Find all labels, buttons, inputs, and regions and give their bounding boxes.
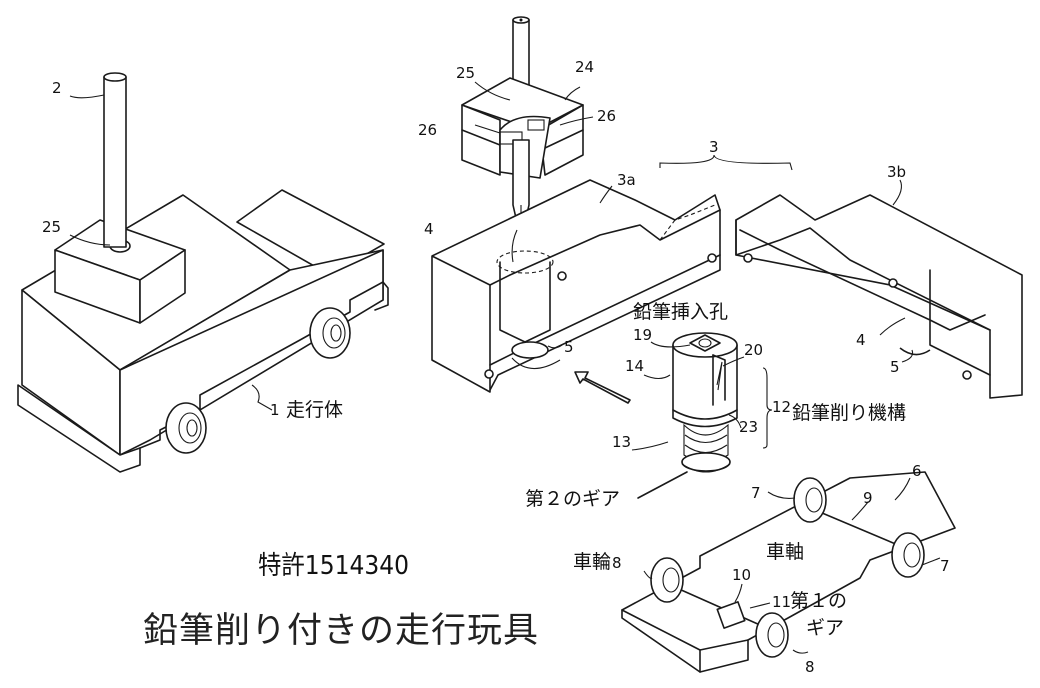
wheel-8-bottom — [755, 612, 789, 658]
label-4-a: 4 — [424, 220, 434, 238]
leader-second-gear — [637, 471, 688, 499]
gear-seat — [511, 341, 549, 359]
brace-3 — [659, 154, 793, 171]
leader-19 — [650, 341, 691, 348]
housing-3b — [735, 179, 1023, 399]
chassis — [621, 471, 956, 673]
cavity-rim — [496, 250, 554, 274]
housing-3a-end — [431, 255, 491, 393]
leader-26-left — [474, 124, 501, 134]
vehicle-rear-deck — [236, 189, 385, 276]
leader-26-right — [559, 116, 594, 126]
label-axle-jp: 車軸 — [766, 541, 804, 563]
pencil-end — [103, 72, 127, 82]
label-insert-hole: 鉛筆挿入孔 — [633, 301, 728, 323]
wheel-8-left — [650, 557, 684, 603]
label-second-gear-jp: 第２のギア — [525, 488, 620, 510]
leader-20 — [722, 356, 745, 367]
assembled-vehicle — [17, 72, 389, 473]
leader-4-a — [511, 229, 518, 263]
leader-3a — [599, 185, 613, 204]
leader-1 — [251, 384, 273, 411]
first-gear — [716, 601, 746, 629]
leader-24 — [564, 86, 581, 101]
label-4-b: 4 — [856, 331, 866, 349]
assembly-arrow — [574, 371, 631, 404]
invention-title: 鉛筆削り付きの走行玩具 — [143, 611, 540, 651]
label-8-left: 8 — [612, 554, 622, 572]
label-25-left: 25 — [42, 218, 61, 236]
label-body-jp: 走行体 — [286, 399, 343, 421]
leader-8-left — [643, 570, 653, 579]
label-5-a: 5 — [564, 338, 574, 356]
pencil-shaft — [103, 76, 127, 248]
label-7-top: 7 — [751, 484, 761, 502]
axle-10 — [669, 584, 761, 626]
label-3a: 3a — [617, 171, 636, 189]
leader-7-top — [767, 491, 796, 499]
leader-25 — [69, 234, 111, 246]
label-3b: 3b — [887, 163, 906, 181]
wheel-7-top — [793, 477, 827, 523]
label-14: 14 — [625, 357, 644, 375]
holder-side — [139, 249, 186, 324]
label-20: 20 — [744, 341, 763, 359]
gear-teeth-a — [511, 357, 561, 370]
leader-5-a — [547, 344, 563, 349]
label-5-b: 5 — [890, 358, 900, 376]
label-first-gear-jp-2: ギア — [806, 617, 844, 639]
label-3: 3 — [709, 138, 719, 156]
label-26-left: 26 — [418, 121, 437, 139]
second-gear — [681, 452, 731, 472]
label-10: 10 — [732, 566, 751, 584]
label-wheel-jp: 車輪 — [573, 551, 611, 573]
housing-3a — [431, 179, 721, 393]
leader-11 — [749, 602, 771, 609]
label-2: 2 — [52, 79, 62, 97]
label-19: 19 — [633, 326, 652, 344]
label-first-gear-jp-1: 第１の — [790, 590, 847, 612]
leader-7-right — [921, 557, 941, 566]
vehicle-front-skirt — [17, 384, 141, 473]
leader-10 — [734, 583, 743, 603]
label-23: 23 — [739, 418, 758, 436]
leader-9 — [851, 501, 869, 521]
label-24: 24 — [575, 58, 594, 76]
label-7-right: 7 — [940, 557, 950, 575]
leader-25-top — [474, 81, 511, 101]
leader-14 — [643, 374, 671, 380]
brace-12 — [762, 367, 773, 449]
patent-number: 特許1514340 — [258, 551, 410, 581]
label-6: 6 — [912, 462, 922, 480]
leader-13 — [631, 441, 669, 451]
cap-front-left — [461, 104, 501, 176]
leader-5-b — [901, 349, 914, 363]
leader-3b — [892, 179, 902, 206]
leader-4-b — [879, 317, 906, 336]
label-1: 1 — [270, 401, 280, 419]
second-gear-teeth — [681, 463, 731, 473]
cap-assembly — [461, 16, 594, 241]
label-13: 13 — [612, 433, 631, 451]
axle-9 — [814, 509, 899, 546]
vehicle-rear-wheel — [309, 307, 351, 359]
label-9: 9 — [863, 489, 873, 507]
leader-6 — [894, 477, 911, 501]
leader-23 — [728, 414, 742, 429]
label-11: 11 — [772, 593, 791, 611]
label-26-right: 26 — [597, 107, 616, 125]
label-sharpener-jp: 鉛筆削り機構 — [792, 402, 906, 424]
label-12: 12 — [772, 398, 791, 416]
label-8-bottom: 8 — [805, 658, 815, 676]
label-25-top: 25 — [456, 64, 475, 82]
leader-2 — [69, 94, 105, 99]
vehicle-front-wheel — [165, 402, 207, 454]
sharpener-mechanism — [631, 332, 773, 499]
wheel-7-right — [891, 532, 925, 578]
leader-8-bottom — [792, 649, 809, 654]
gear-opening-b — [899, 347, 931, 356]
